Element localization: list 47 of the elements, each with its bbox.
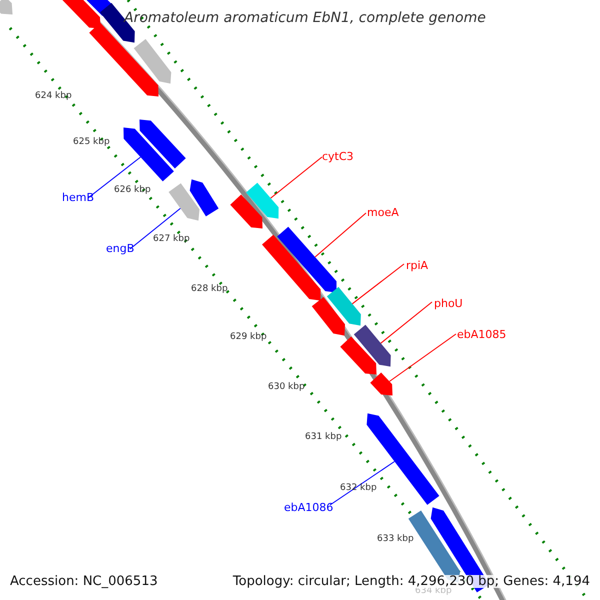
- gene-feature: [277, 226, 336, 293]
- gene-label: moeA: [367, 207, 399, 218]
- gene-label: engB: [106, 243, 134, 254]
- position-label: 633 kbp: [377, 535, 414, 544]
- gene-feature: [168, 183, 200, 221]
- leader-line: [330, 461, 395, 506]
- position-label: 634 kbp: [415, 587, 452, 596]
- gene-label: ebA1086: [284, 502, 334, 513]
- gene-feature: [139, 119, 186, 168]
- gene-feature: [246, 182, 279, 219]
- leader-line: [380, 302, 432, 344]
- gene-feature: [0, 0, 13, 15]
- gene-feature: [354, 324, 391, 367]
- position-label: 630 kbp: [268, 383, 305, 392]
- gene-label: cytC3: [322, 151, 354, 162]
- position-label: 625 kbp: [73, 138, 110, 147]
- position-label: 627 kbp: [153, 235, 190, 244]
- title: Aromatoleum aromaticum EbN1, complete genome: [124, 11, 486, 25]
- gene-label: rpiA: [406, 260, 428, 271]
- gene-feature: [312, 297, 345, 336]
- gene-feature: [190, 179, 219, 216]
- position-label: 632 kbp: [340, 484, 377, 493]
- gene-feature: [326, 286, 361, 326]
- gene-feature: [62, 0, 101, 29]
- gene-feature: [230, 194, 263, 229]
- leader-line: [270, 156, 322, 199]
- position-label: 624 kbp: [35, 92, 72, 101]
- position-label: 631 kbp: [305, 433, 342, 442]
- accession-text: Accession: NC_006513: [10, 575, 158, 588]
- leader-line: [352, 264, 404, 304]
- gene-feature: [134, 39, 172, 84]
- leader-line: [88, 156, 141, 198]
- position-label: 626 kbp: [114, 186, 151, 195]
- genome-summary-text: Topology: circular; Length: 4,296,230 bp; Genes: 4,194: [232, 575, 590, 588]
- position-label: 629 kbp: [230, 333, 267, 342]
- gene-feature: [340, 336, 377, 375]
- gene-feature: [123, 127, 174, 182]
- gene-feature: [262, 234, 321, 301]
- leader-line: [130, 208, 181, 250]
- gene-label: ebA1085: [457, 329, 506, 340]
- gene-feature: [89, 22, 159, 97]
- leader-line: [314, 212, 366, 258]
- gene-label: phoU: [434, 298, 463, 309]
- leader-line: [389, 334, 456, 382]
- gene-label: hemB: [62, 192, 94, 203]
- gene-feature: [370, 372, 393, 396]
- position-label: 628 kbp: [191, 285, 228, 294]
